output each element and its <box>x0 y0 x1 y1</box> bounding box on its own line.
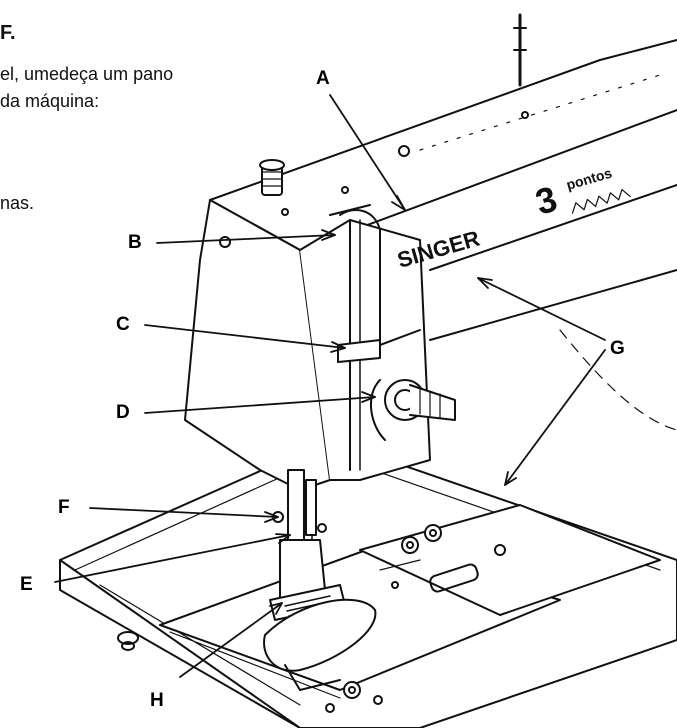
callout-leaders <box>54 94 606 678</box>
callout-label-d: D <box>116 402 130 423</box>
brand-logo: SINGER <box>394 225 482 272</box>
instruction-line-2: da máquina: <box>0 91 100 111</box>
callout-label-a: A <box>316 68 330 89</box>
callout-label-g: G <box>610 338 625 359</box>
callout-label-c: C <box>116 314 130 335</box>
instruction-line-1: el, umedeça um pano <box>0 64 174 84</box>
callout-label-h: H <box>150 690 164 711</box>
callout-label-e: E <box>20 574 33 595</box>
callout-label-b: B <box>128 232 142 253</box>
instruction-line-3: nas. <box>0 193 35 213</box>
callout-label-f: F <box>58 497 70 518</box>
section-letter: F. <box>0 22 16 44</box>
model-number: 3 <box>531 178 562 223</box>
model-word: pontos <box>564 165 613 193</box>
